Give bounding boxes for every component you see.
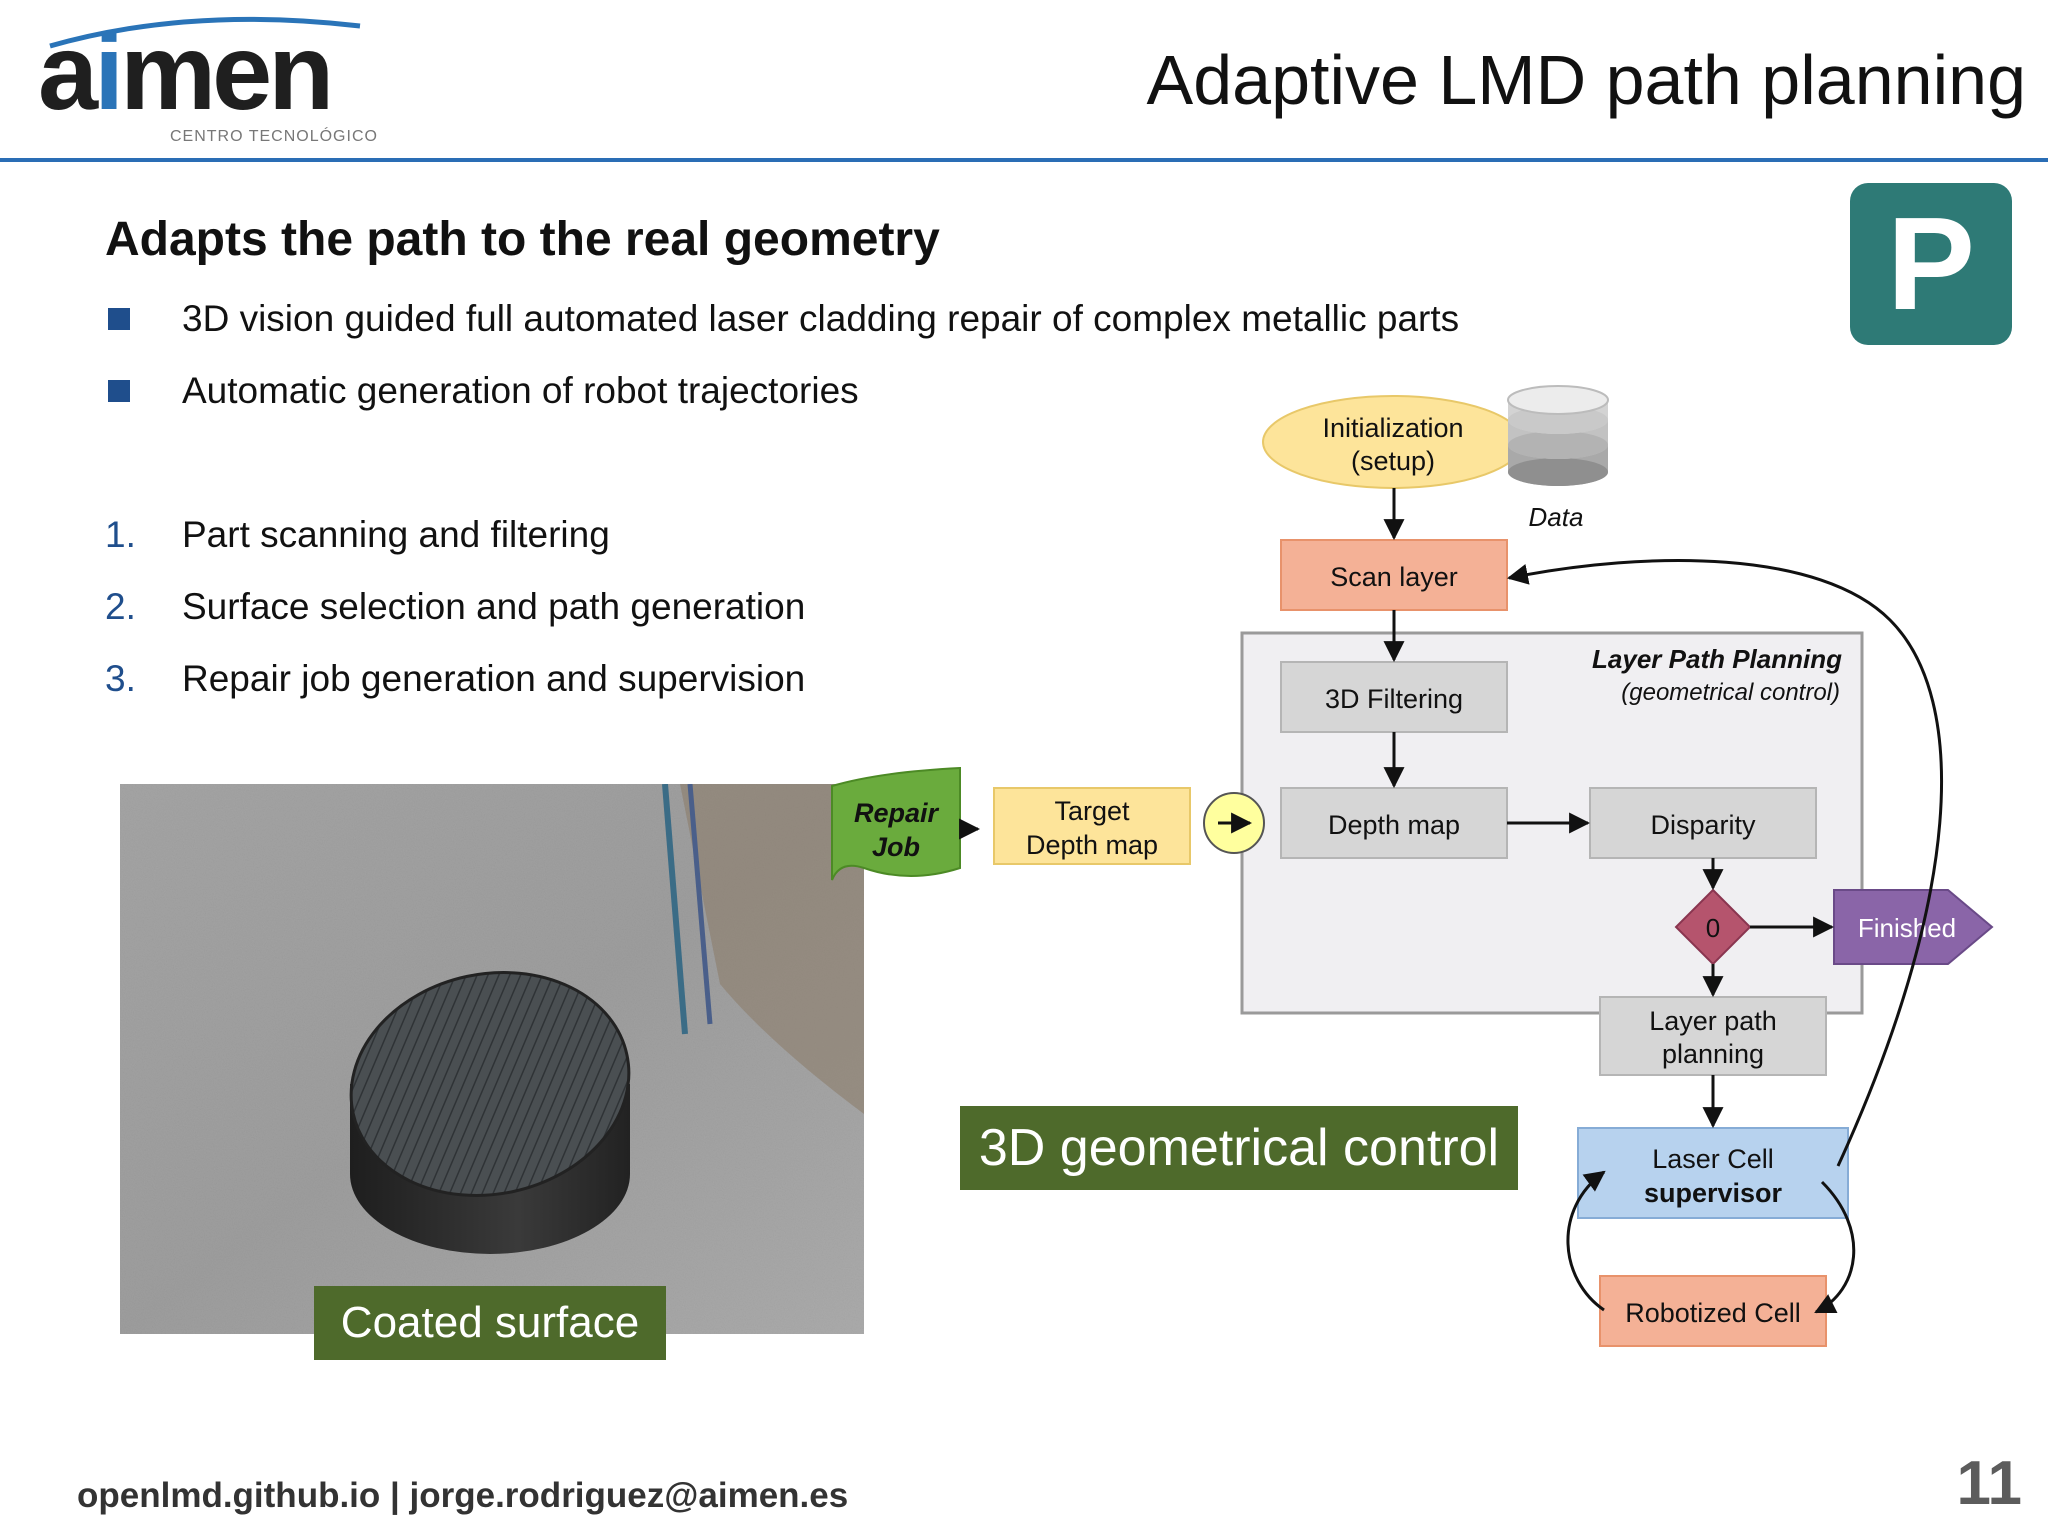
flow-connectors	[959, 488, 1943, 1314]
laser-cell-label: supervisor	[1644, 1178, 1783, 1208]
photo-caption: Coated surface	[314, 1286, 666, 1360]
p-badge: P	[1850, 183, 2012, 345]
disparity-label: Disparity	[1650, 810, 1756, 840]
laser-cell-label: Laser Cell	[1652, 1144, 1774, 1174]
slide-title: Adaptive LMD path planning	[1146, 41, 2026, 119]
initialization-label: Initialization	[1322, 413, 1463, 443]
step-text: Surface selection and path generation	[182, 586, 806, 627]
disparity-node	[1589, 787, 1817, 859]
database-icon	[1507, 385, 1609, 486]
laser-cell-node	[1577, 1127, 1849, 1219]
finished-node	[1833, 889, 1994, 965]
decision-label: 0	[1706, 913, 1720, 943]
logo-subtitle: CENTRO TECNOLÓGICO	[170, 128, 378, 145]
bullet-marker	[108, 308, 130, 330]
repair-job-node	[831, 766, 961, 881]
robotized-cell-node	[1599, 1275, 1827, 1347]
step-text: Repair job generation and supervision	[182, 658, 806, 699]
repair-job-label: Repair	[854, 798, 940, 828]
filtering-label: 3D Filtering	[1325, 684, 1463, 714]
aimen-logo	[0, 0, 380, 150]
data-label: Data	[1529, 502, 1584, 532]
logo-accent-letter: i	[94, 11, 124, 132]
coated-part-photo	[120, 784, 864, 1334]
page-number: 11	[1956, 1449, 2022, 1518]
logo-swoosh	[49, 16, 361, 49]
target-depth-label: Depth map	[1026, 830, 1158, 860]
bullet-text: 3D vision guided full automated laser cl…	[182, 298, 1460, 339]
finished-label: Finished	[1858, 913, 1956, 943]
group-subtitle: (geometrical control)	[1621, 679, 1840, 706]
robotized-cell-label: Robotized Cell	[1625, 1298, 1801, 1328]
repair-job-label: Job	[872, 832, 920, 862]
bullet-marker	[108, 380, 130, 402]
step-text: Part scanning and filtering	[182, 514, 610, 555]
scan-layer-label: Scan layer	[1330, 562, 1458, 592]
step-number: 1.	[105, 514, 136, 555]
group-title: Layer Path Planning	[1592, 644, 1842, 674]
layer-path-label: Layer path	[1649, 1006, 1777, 1036]
step-number: 2.	[105, 586, 136, 627]
filtering-node	[1280, 661, 1508, 733]
initialization-label: (setup)	[1351, 446, 1435, 476]
section-heading: Adapts the path to the real geometry	[105, 213, 940, 266]
logo-text: aimen	[38, 11, 334, 132]
depth-map-node	[1280, 787, 1508, 859]
geometrical-control-label: 3D geometrical control	[960, 1106, 1518, 1190]
header-divider	[0, 158, 2048, 162]
bullet-text: Automatic generation of robot trajectori…	[182, 370, 859, 411]
layer-path-node	[1599, 996, 1827, 1076]
footer-contact: openlmd.github.io | jorge.rodriguez@aime…	[77, 1476, 849, 1515]
target-depth-label: Target	[1054, 796, 1130, 826]
step-number: 3.	[105, 658, 136, 699]
depth-map-label: Depth map	[1328, 810, 1460, 840]
layer-path-label: planning	[1662, 1039, 1764, 1069]
target-depth-node	[993, 787, 1191, 865]
